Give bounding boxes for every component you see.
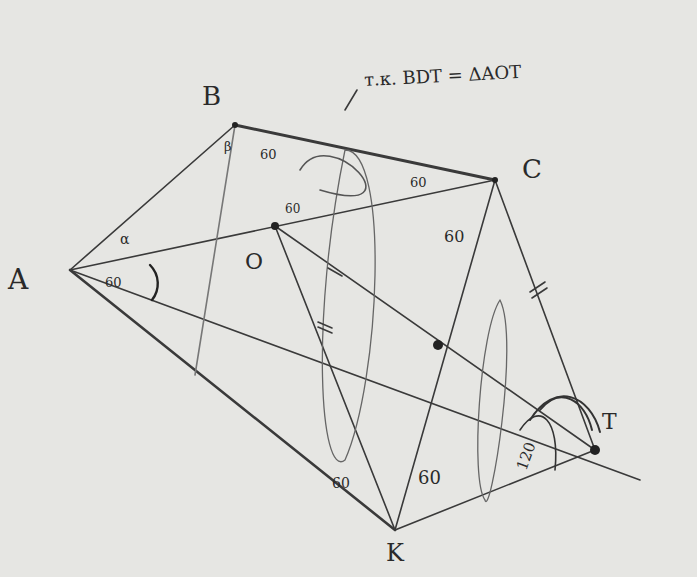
leader-line bbox=[345, 90, 357, 110]
point-dot bbox=[271, 222, 279, 230]
tick-mark bbox=[318, 327, 332, 333]
angle-label: 60 bbox=[103, 276, 124, 290]
angle-mark bbox=[300, 156, 366, 196]
angle-label: 60 bbox=[416, 468, 443, 488]
hand-loop bbox=[322, 150, 375, 462]
point-dot bbox=[590, 445, 600, 455]
hand-loop bbox=[478, 300, 507, 502]
point-label: B bbox=[200, 82, 223, 111]
segment-kt bbox=[395, 450, 595, 530]
point-dot bbox=[492, 177, 498, 183]
angle-label: 60 bbox=[258, 148, 279, 162]
angle-arc bbox=[530, 396, 600, 432]
point-dot bbox=[232, 122, 238, 128]
segment-ct bbox=[495, 180, 595, 450]
angle-label: 60 bbox=[442, 228, 466, 246]
point-label: A bbox=[6, 265, 30, 296]
segment-ok bbox=[275, 226, 395, 530]
segment-ab bbox=[70, 125, 235, 270]
angle-label: 60 bbox=[283, 203, 302, 216]
segment-ac bbox=[70, 180, 495, 270]
point-dot bbox=[433, 340, 443, 350]
point-label: O bbox=[243, 250, 265, 274]
angle-label: 60 bbox=[408, 176, 429, 190]
point-label: K bbox=[384, 540, 406, 566]
tick-mark bbox=[328, 268, 342, 276]
segment-at bbox=[70, 270, 640, 480]
angle-label: α bbox=[118, 232, 131, 247]
segment-ak bbox=[70, 270, 395, 530]
point-label: C bbox=[520, 155, 544, 184]
point-label: T bbox=[600, 410, 619, 434]
tick-mark bbox=[532, 288, 547, 298]
angle-label: 120 bbox=[513, 438, 540, 474]
angle-arc bbox=[150, 265, 158, 300]
segment-b-down bbox=[195, 125, 235, 375]
angle-label: β bbox=[222, 140, 234, 154]
note-text: т.к. BDT = ΔAOT bbox=[362, 62, 524, 90]
segment-ck bbox=[395, 180, 495, 530]
angle-label: 60 bbox=[330, 476, 352, 491]
